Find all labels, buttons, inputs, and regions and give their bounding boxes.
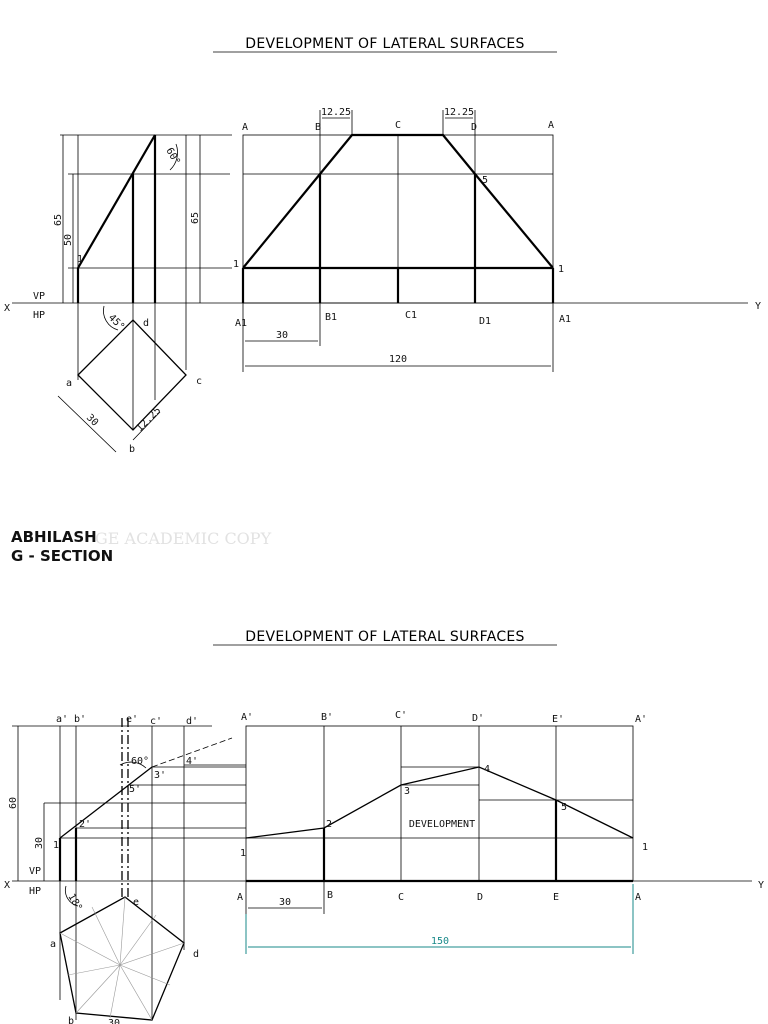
- dev-A1-right: A1: [559, 314, 571, 325]
- drawing-1: DEVELOPMENT OF LATERAL SURFACES X Y VP H…: [4, 36, 761, 455]
- label-y: Y: [755, 301, 761, 312]
- dev-1-right: 1: [558, 264, 564, 275]
- dev2-1-right: 1: [642, 842, 648, 853]
- plan-view-2: 18° a b d e 30: [50, 885, 199, 1024]
- dev-dim-30: 30: [276, 330, 288, 341]
- dev2-dim-30: 30: [279, 897, 291, 908]
- plan2-dim: 30: [108, 1018, 120, 1024]
- top-d: d': [186, 716, 198, 727]
- angle-60-b: 60°: [131, 756, 149, 767]
- dev2-5: 5: [561, 802, 567, 813]
- plan-dim-1225: 12.25: [134, 405, 163, 434]
- elev-pt-3: 3': [154, 770, 166, 781]
- front-view-2: 60 30 60° a' b' e' c' d' 1 2': [8, 714, 246, 1020]
- plan-d: d: [143, 318, 149, 329]
- plan-dim-30: 30: [84, 412, 100, 428]
- elev-pt-1: 1: [53, 840, 59, 851]
- plan2-d: d: [193, 949, 199, 960]
- author-section: G - SECTION: [11, 547, 113, 565]
- label-y-2: Y: [758, 880, 764, 891]
- dev2-A2: A: [635, 892, 641, 903]
- dev2-dim-150: 150: [431, 936, 449, 947]
- dev2-top-A: A': [241, 712, 253, 723]
- dev-dim-1225-left: 12.25: [321, 107, 351, 118]
- drawing-2: DEVELOPMENT OF LATERAL SURFACES X Y VP H…: [4, 629, 764, 1024]
- dev-dim-1225-right: 12.25: [444, 107, 474, 118]
- dev-A-right: A: [548, 120, 554, 131]
- dev-1-left: 1: [233, 259, 239, 270]
- dev2-top-E: E': [552, 714, 564, 725]
- top-a: a': [56, 714, 68, 725]
- label-hp: HP: [33, 310, 45, 321]
- dim-60: 60: [8, 797, 19, 809]
- elev-point-1: 1: [77, 254, 83, 265]
- title-top: DEVELOPMENT OF LATERAL SURFACES: [245, 36, 525, 52]
- plan-a: a: [66, 378, 72, 389]
- dev2-E: E: [553, 892, 559, 903]
- dev-C: C: [395, 120, 401, 131]
- elev-pt-5: 5': [129, 784, 141, 795]
- plan2-a: a: [50, 939, 56, 950]
- dev-B: B: [315, 122, 321, 133]
- dim-50: 50: [63, 234, 74, 246]
- dim-30-elev: 30: [34, 837, 45, 849]
- development-label: DEVELOPMENT: [409, 819, 475, 830]
- dev2-top-B: B': [321, 712, 333, 723]
- dev2-D: D: [477, 892, 483, 903]
- dim-65-left: 65: [53, 214, 64, 226]
- label-x: X: [4, 303, 10, 314]
- angle-60: 60°: [163, 146, 182, 167]
- elev-pt-4: 4': [186, 756, 198, 767]
- dev2-4: 4: [484, 764, 490, 775]
- title-bottom: DEVELOPMENT OF LATERAL SURFACES: [245, 629, 525, 645]
- angle-bottom: 18°: [65, 892, 84, 913]
- plan-view-1: 45° 30 12.25 a b c d: [57, 305, 202, 455]
- dev2-top-D: D': [472, 713, 484, 724]
- author-block: GE ACADEMIC COPY ABHILASH G - SECTION: [11, 528, 272, 565]
- dev-B1: B1: [325, 312, 337, 323]
- label-hp-2: HP: [29, 886, 41, 897]
- dev2-A: A: [237, 892, 243, 903]
- dev2-2: 2: [326, 819, 332, 830]
- dev-D: D: [471, 122, 477, 133]
- front-view-1: 65 50 65 60° 1: [53, 134, 232, 430]
- top-c: c': [150, 716, 162, 727]
- dev2-1-left: 1: [240, 848, 246, 859]
- development-1: 12.25 12.25 A B C D A 1 1 5 A1 B1 C1 D1 …: [233, 107, 571, 372]
- label-vp-2: VP: [29, 866, 41, 877]
- dev-D1: D1: [479, 316, 491, 327]
- label-x-2: X: [4, 880, 10, 891]
- dev-5: 5: [482, 175, 488, 186]
- elev-pt-2: 2': [79, 819, 91, 830]
- author-name: ABHILASH: [11, 528, 97, 546]
- dev2-3: 3: [404, 786, 410, 797]
- plan-c: c: [196, 376, 202, 387]
- dev2-top-A2: A': [635, 714, 647, 725]
- dev2-B: B: [327, 890, 333, 901]
- dev-dim-120: 120: [389, 354, 407, 365]
- dim-65-mid: 65: [190, 212, 201, 224]
- dev2-C: C: [398, 892, 404, 903]
- plan2-e: e: [133, 897, 139, 908]
- plan2-b: b: [68, 1016, 74, 1024]
- dev-A-left: A: [242, 122, 248, 133]
- label-vp: VP: [33, 291, 45, 302]
- watermark: GE ACADEMIC COPY: [95, 529, 272, 548]
- top-e: e': [126, 714, 138, 725]
- dev2-top-C: C': [395, 710, 407, 721]
- top-b: b': [74, 714, 86, 725]
- development-2: DEVELOPMENT A' B' C' D' E' A' A B C D E …: [237, 710, 648, 954]
- plan-b: b: [129, 444, 135, 455]
- dev-C1: C1: [405, 310, 417, 321]
- dev-A1-left: A1: [235, 318, 247, 329]
